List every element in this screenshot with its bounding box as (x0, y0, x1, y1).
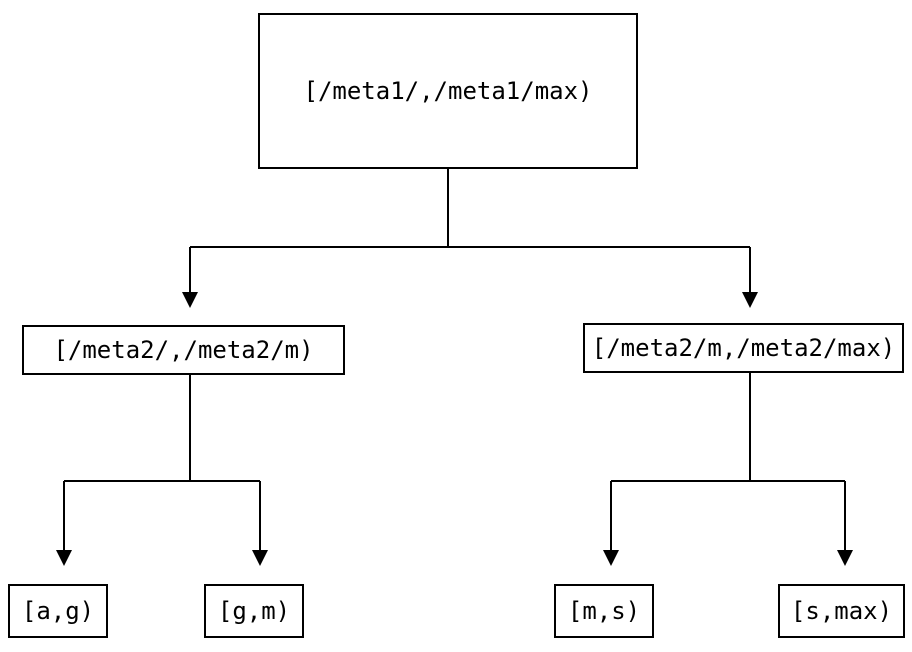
arrow-down-icon (837, 550, 853, 566)
edge-left-children (63, 375, 261, 551)
arrow-down-icon (56, 550, 72, 566)
node-leaf-smax: [s,max) (778, 584, 905, 638)
arrow-down-icon (603, 550, 619, 566)
arrow-down-icon (742, 292, 758, 308)
node-leaf-ms-label: [m,s) (567, 597, 641, 625)
arrow-down-icon (252, 550, 268, 566)
node-left-range: [/meta2/,/meta2/m) (22, 325, 345, 375)
node-root: [/meta1/,/meta1/max) (258, 13, 638, 169)
node-left-label: [/meta2/,/meta2/m) (53, 336, 314, 364)
node-root-label: [/meta1/,/meta1/max) (303, 77, 593, 105)
node-leaf-gm-label: [g,m) (217, 597, 291, 625)
node-leaf-smax-label: [s,max) (790, 597, 893, 625)
node-leaf-ag-label: [a,g) (21, 597, 95, 625)
node-leaf-gm: [g,m) (204, 584, 304, 638)
node-leaf-ag: [a,g) (8, 584, 108, 638)
edge-root-children (189, 169, 751, 293)
edge-right-children (610, 373, 846, 551)
node-right-label: [/meta2/m,/meta2/max) (591, 334, 896, 362)
arrow-down-icon (182, 292, 198, 308)
node-right-range: [/meta2/m,/meta2/max) (583, 323, 904, 373)
node-leaf-ms: [m,s) (554, 584, 654, 638)
